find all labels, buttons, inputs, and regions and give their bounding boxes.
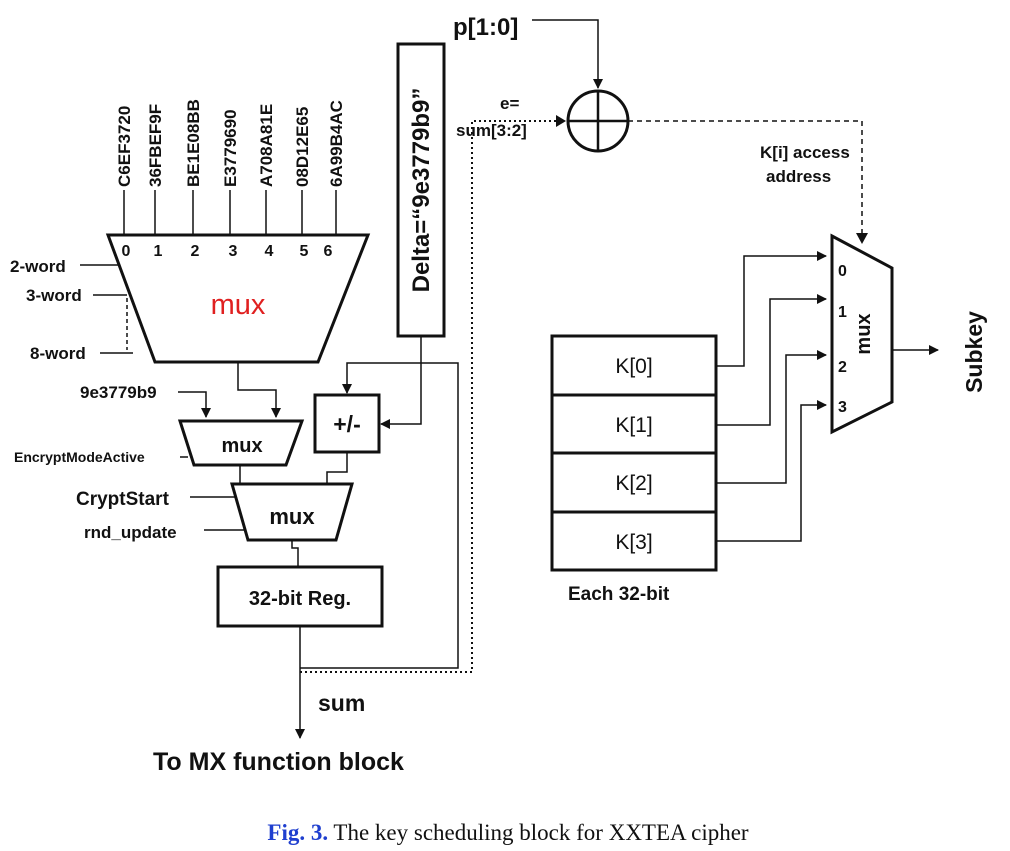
mux-input-2: 2 [191, 243, 200, 260]
mux2-label: mux [269, 504, 315, 529]
key-mux-shape [830, 233, 894, 435]
key-mux-label: mux [853, 313, 875, 354]
k-access-label-2: address [766, 167, 831, 186]
to-mx-label: To MX function block [153, 748, 404, 776]
select-2-word: 2-word [10, 257, 66, 276]
key-mux-input-1: 1 [838, 304, 847, 321]
k-access-arrowhead [856, 233, 868, 244]
word-select-lines [80, 264, 133, 354]
mux2-shape [230, 482, 354, 542]
figure-caption: Fig. 3. The key scheduling block for XXT… [267, 820, 749, 845]
subkey-label: Subkey [961, 311, 987, 393]
p-input-wire [532, 19, 603, 89]
mux2-select-1-label: CryptStart [76, 489, 170, 510]
key-box-2 [550, 451, 718, 514]
mux-input-6: 6 [324, 243, 333, 260]
sum-label: sum [318, 690, 365, 716]
sum-feedback-dotted [300, 120, 560, 673]
big-mux-shape [105, 233, 371, 364]
constant-4: A708A81E [257, 104, 276, 187]
addsub-label: +/- [333, 411, 360, 437]
to-mux2-wires [239, 452, 348, 484]
register-box [216, 565, 384, 628]
bigmux-to-mux1-wire [178, 362, 281, 418]
constant-0: C6EF3720 [115, 106, 134, 187]
constant-6: 6A99B4AC [327, 100, 346, 187]
key-box-3 [550, 510, 718, 572]
each-32-bit-label: Each 32-bit [568, 584, 670, 605]
mux-input-4: 4 [265, 243, 274, 260]
mux-input-5: 5 [300, 243, 309, 260]
mux2-select-2-label: rnd_update [84, 523, 177, 542]
key-label-2: K[2] [615, 472, 652, 495]
e-label: e= [500, 94, 519, 113]
p-input-label: p[1:0] [453, 14, 518, 41]
select-8-word: 8-word [30, 344, 86, 363]
key-mux-input-0: 0 [838, 263, 847, 280]
mux1-shape [177, 419, 305, 467]
key-box-0 [550, 334, 718, 397]
key-label-3: K[3] [615, 531, 652, 554]
mux1-select-label: EncryptModeActive [14, 449, 145, 465]
constant-input-lines [123, 190, 337, 235]
delta-to-addsub-wire [380, 336, 422, 429]
figure-number: Fig. 3. [267, 820, 328, 845]
sum-bits-label: sum[3:2] [456, 121, 527, 140]
mux1-label: mux [221, 435, 262, 457]
register-label: 32-bit Reg. [249, 588, 351, 610]
key-to-mux-wires [716, 251, 827, 542]
mux2-to-reg-wire [291, 540, 299, 567]
key-mux-input-2: 2 [838, 359, 847, 376]
mux-input-0: 0 [122, 243, 131, 260]
key-label-0: K[0] [615, 355, 652, 378]
constant-1: 36FBEF9F [146, 104, 165, 187]
mux-input-3: 3 [229, 243, 238, 260]
addsub-box [313, 393, 381, 454]
constant-5: 08D12E65 [293, 107, 312, 187]
sum-to-addsub-wire [300, 362, 459, 669]
mux1-const-input: 9e3779b9 [80, 383, 157, 402]
key-mux-input-3: 3 [838, 399, 847, 416]
delta-label: Delta=“9e3779b9” [408, 88, 435, 293]
figure-caption-text: The key scheduling block for XXTEA ciphe… [328, 820, 749, 845]
key-register-stack [550, 334, 718, 572]
select-3-word: 3-word [26, 286, 82, 305]
k-access-dashed [628, 120, 863, 236]
constant-2: BE1E08BB [184, 99, 203, 187]
key-label-1: K[1] [615, 414, 652, 437]
xor-cross [568, 91, 628, 151]
xor-e-arrowhead [556, 115, 566, 127]
k-access-label-1: K[i] access [760, 143, 850, 162]
mux-input-1: 1 [154, 243, 163, 260]
big-mux-label: mux [211, 289, 266, 321]
constant-3: E3779690 [221, 109, 240, 187]
